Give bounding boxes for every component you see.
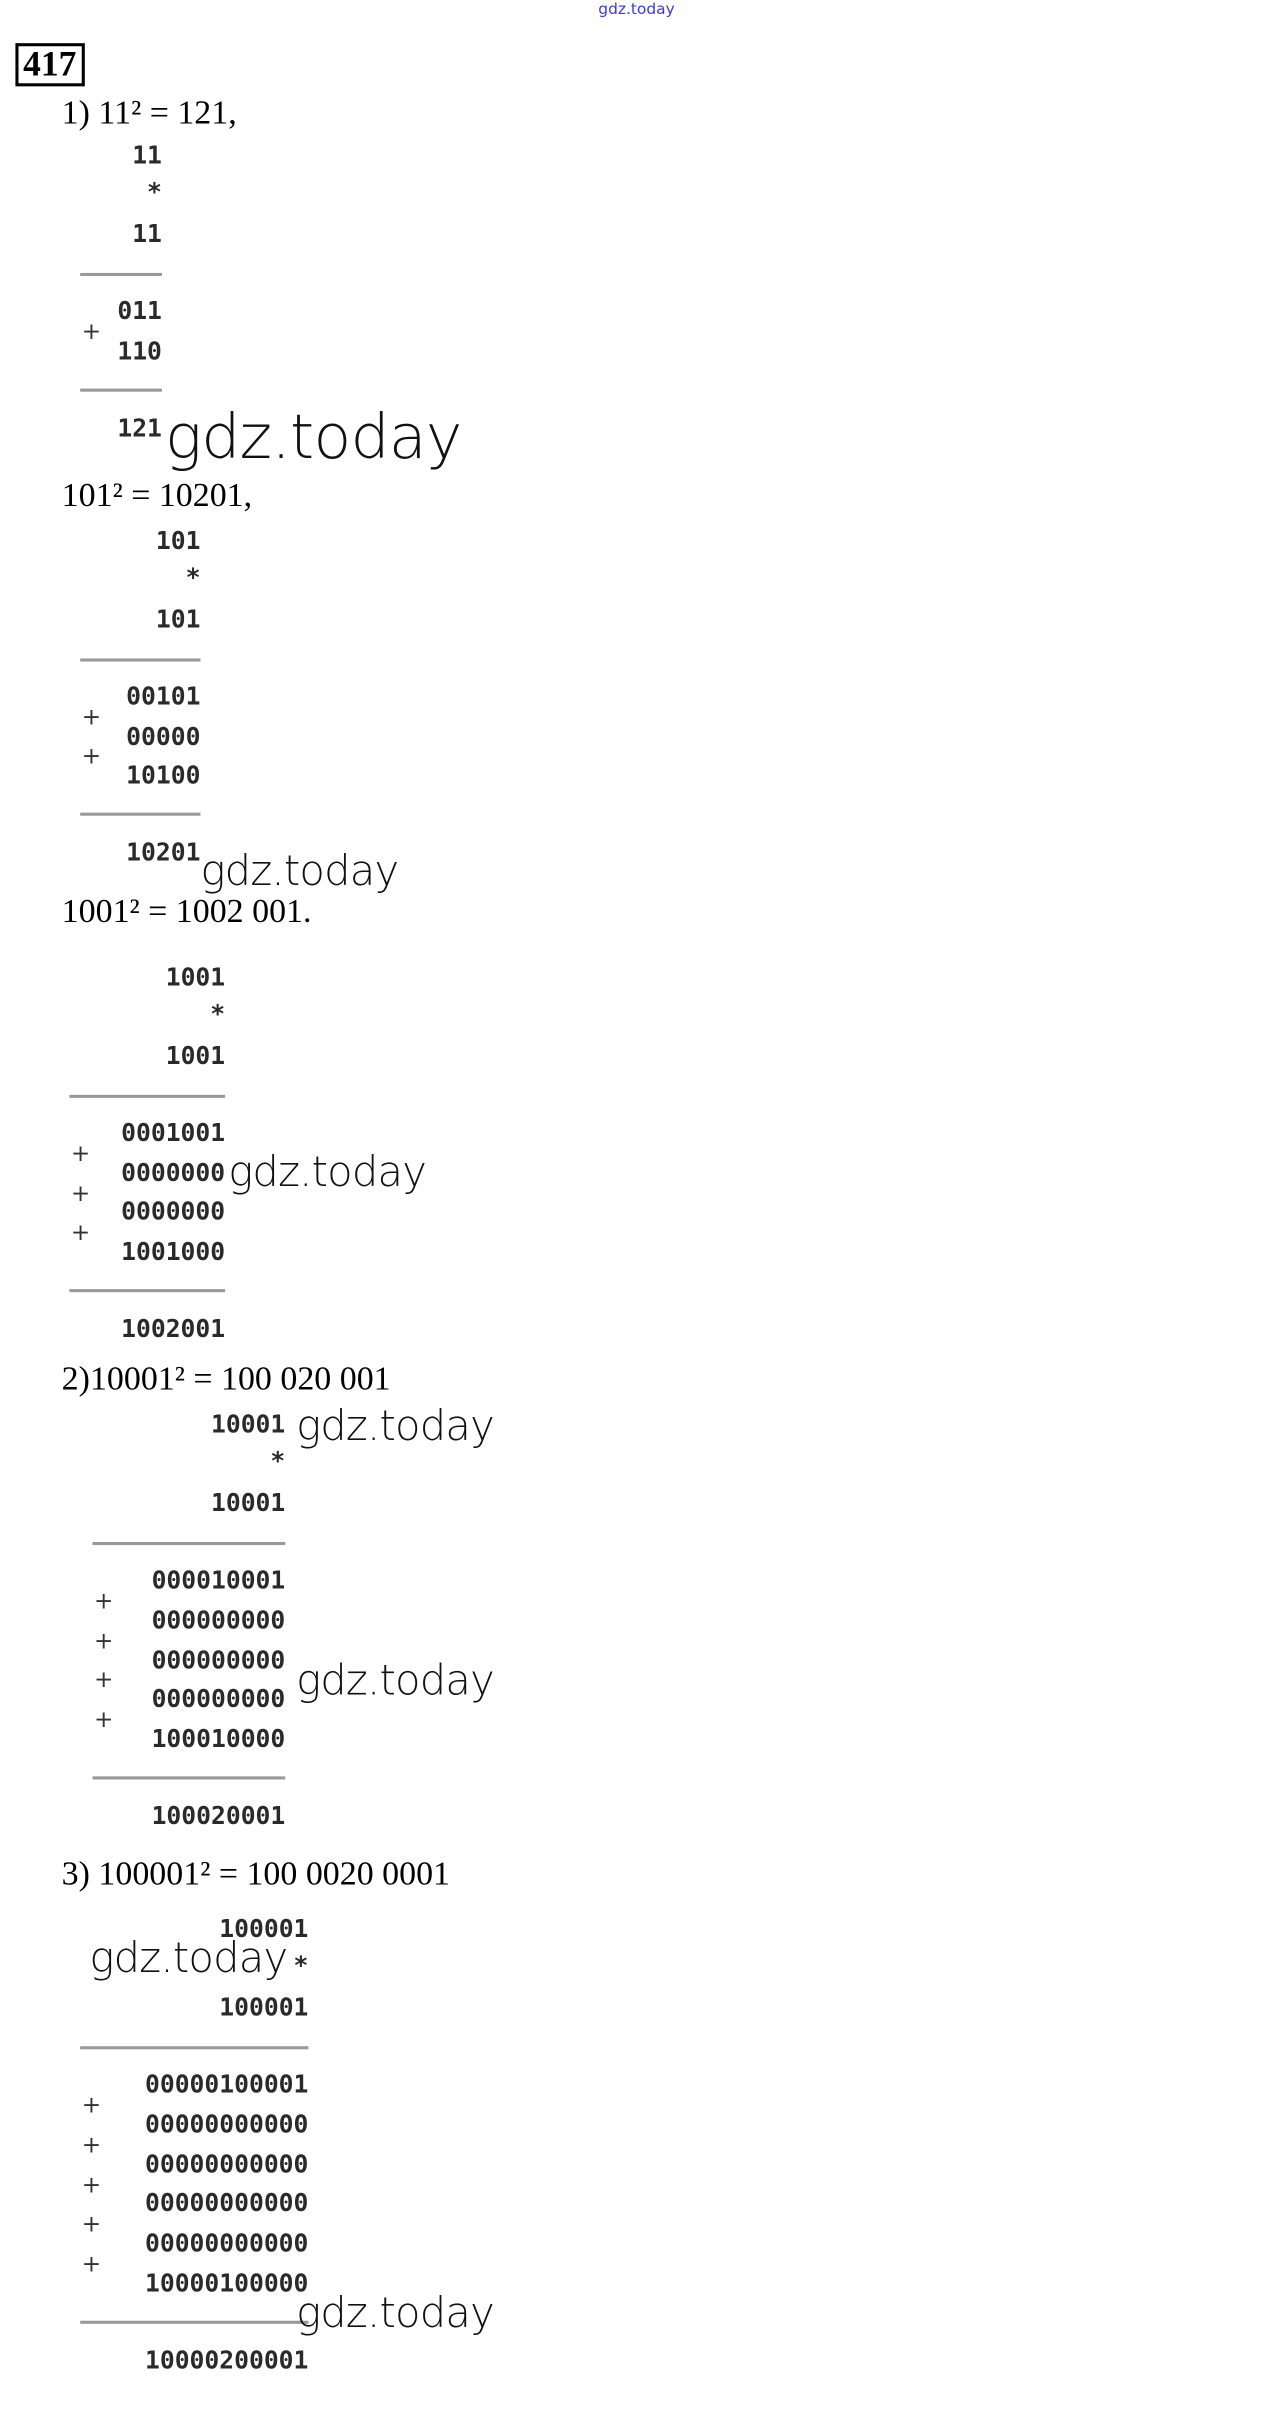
partial-product: 00000100001 <box>144 2069 309 2099</box>
divider-line <box>69 1094 226 1098</box>
plus-sign: + <box>81 2170 102 2199</box>
watermark: gdz.today <box>89 1935 288 1984</box>
multiplicand: 1001 <box>165 962 226 992</box>
plus-sign: + <box>94 1586 114 1615</box>
watermark: gdz.today <box>200 848 399 896</box>
partial-product: 011 <box>117 296 162 326</box>
plus-sign: + <box>81 742 102 770</box>
partial-product: 100010000 <box>151 1723 286 1754</box>
watermark: gdz.today <box>164 402 462 474</box>
divider-line <box>92 1776 286 1780</box>
multiplicand: 100001 <box>219 1913 309 1943</box>
partial-product: 110 <box>117 336 162 366</box>
watermark: gdz.today <box>296 1657 495 1706</box>
partial-product: 10100 <box>126 760 201 790</box>
partial-product: 00000000000 <box>144 2109 309 2139</box>
watermark: gdz.today <box>228 1148 427 1197</box>
watermark: gdz.today <box>296 2289 495 2338</box>
multiplicand: 10001 <box>210 1409 286 1439</box>
partial-product: 10000100000 <box>144 2268 309 2298</box>
plus-sign: + <box>94 1665 114 1694</box>
plus-sign: + <box>70 1218 91 1247</box>
product-result: 1002001 <box>121 1313 226 1344</box>
multiply-operator: * <box>293 1950 309 1980</box>
partial-product: 1001000 <box>121 1236 226 1267</box>
partial-product: 000000000 <box>151 1684 286 1714</box>
divider-line <box>80 388 162 392</box>
plus-sign: + <box>81 2130 102 2159</box>
multiplicand: 11 <box>132 140 162 170</box>
partial-product: 00000 <box>126 720 201 751</box>
block-heading: 2)10001² = 100 020 001 <box>61 1358 391 1398</box>
plus-sign: + <box>94 1626 114 1654</box>
partial-product: 0000000 <box>121 1157 226 1187</box>
divider-line <box>69 1289 226 1293</box>
partial-product: 00000000000 <box>144 2228 309 2258</box>
product-result: 121 <box>117 413 162 443</box>
divider-line <box>80 272 162 277</box>
multiplier: 10001 <box>210 1488 286 1518</box>
partial-product: 00000000000 <box>144 2148 309 2179</box>
plus-sign: + <box>81 702 102 731</box>
divider-line <box>80 2046 309 2050</box>
plus-sign: + <box>94 1705 114 1734</box>
multiplier: 100001 <box>219 1992 309 2022</box>
divider-line <box>92 1542 286 1546</box>
partial-product: 000000000 <box>151 1604 286 1635</box>
partial-product: 0000000 <box>121 1197 226 1227</box>
plus-sign: + <box>81 2090 102 2119</box>
multiplier: 11 <box>132 218 162 249</box>
plus-sign: + <box>70 1178 91 1207</box>
partial-product: 00000000000 <box>144 2188 309 2218</box>
divider-line <box>80 2320 309 2324</box>
block-heading: 1001² = 1002 001. <box>61 891 312 930</box>
multiply-operator: * <box>270 1446 286 1476</box>
product-result: 10000200001 <box>144 2345 309 2375</box>
multiplicand: 101 <box>155 525 201 556</box>
partial-product: 00101 <box>126 681 201 711</box>
divider-line <box>80 658 201 662</box>
product-result: 100020001 <box>151 1801 286 1831</box>
multiply-operator: * <box>185 562 201 593</box>
block-heading: 3) 100001² = 100 0020 0001 <box>61 1853 451 1893</box>
multiplier: 1001 <box>165 1040 226 1071</box>
multiply-operator: * <box>210 999 226 1029</box>
divider-line <box>80 812 201 816</box>
plus-sign: + <box>81 2210 102 2238</box>
partial-product: 0001001 <box>121 1117 226 1148</box>
plus-sign: + <box>81 317 102 346</box>
plus-sign: + <box>70 1139 91 1168</box>
multiplier: 101 <box>155 604 201 634</box>
problem-number: 417 <box>15 43 85 87</box>
multiply-operator: * <box>147 177 162 207</box>
partial-product: 000010001 <box>151 1565 286 1595</box>
site-label: gdz.today <box>598 1 675 19</box>
block-heading: 1) 11² = 121, <box>61 92 237 132</box>
plus-sign: + <box>81 2249 102 2278</box>
partial-product: 000000000 <box>151 1644 286 1674</box>
product-result: 10201 <box>126 837 201 867</box>
watermark: gdz.today <box>296 1403 495 1452</box>
block-heading: 101² = 10201, <box>61 474 253 514</box>
